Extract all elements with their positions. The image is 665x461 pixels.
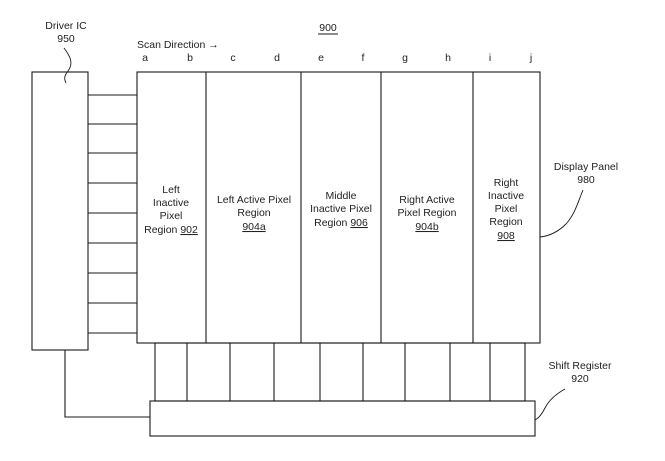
shift-register-ref: 920 [571, 373, 589, 385]
column-label: i [489, 52, 491, 64]
column-label: e [318, 52, 324, 64]
gate-lines [88, 95, 137, 333]
region-ref: 904b [415, 221, 439, 233]
shift-register-stages [155, 343, 525, 401]
driver-ic-name: Driver IC [45, 20, 87, 32]
region-right-active: Right Active Pixel Region 904b [398, 194, 457, 233]
region-ref: 902 [180, 224, 198, 236]
figure-number: 900 [319, 22, 337, 34]
display-panel-ref: 980 [577, 174, 595, 186]
region-label-line: Region 902 [144, 224, 198, 236]
region-label-line: Right Active [399, 194, 455, 206]
region-label-line: Middle [326, 190, 357, 202]
driver-ic-ref: 950 [57, 33, 75, 45]
shift-register-name: Shift Register [548, 360, 612, 372]
shift-register-block [150, 401, 535, 436]
region-label-line: Left [162, 184, 180, 196]
region-label-line: Right [494, 177, 519, 189]
column-label: h [445, 52, 451, 64]
display-panel-leader [540, 190, 583, 237]
shift-register-leader [535, 389, 565, 420]
display-panel-name: Display Panel [554, 161, 618, 173]
column-label: d [274, 52, 280, 64]
column-label: j [529, 52, 532, 64]
region-label-line: Pixel [495, 203, 518, 215]
region-middle-inactive: Middle Inactive Pixel Region 906 [310, 190, 372, 229]
column-label: g [402, 52, 408, 64]
region-label-line: Region 906 [314, 217, 368, 229]
region-label-line: Region [489, 216, 522, 228]
column-label: a [142, 52, 148, 64]
region-ref: 908 [497, 230, 515, 242]
scan-direction-label: Scan Direction → [137, 39, 219, 51]
region-left-inactive: Left Inactive Pixel Region 902 [144, 184, 198, 236]
region-ref: 906 [350, 217, 368, 229]
region-label-line: Region [237, 207, 270, 219]
region-left-active: Left Active Pixel Region 904a [217, 194, 291, 233]
driver-to-shift-register-line [65, 350, 150, 417]
region-label-line: Inactive [488, 190, 524, 202]
region-label-line: Inactive Pixel [310, 203, 372, 215]
column-labels: a b c d e f g h i j [142, 52, 532, 64]
region-label-line: Pixel Region [398, 207, 457, 219]
region-label-line: Pixel [160, 210, 183, 222]
driver-ic-leader [64, 48, 71, 83]
shift-register-stage-frame [155, 343, 525, 401]
driver-ic-block [32, 72, 88, 350]
region-right-inactive: Right Inactive Pixel Region 908 [488, 177, 524, 242]
column-label: b [187, 52, 193, 64]
region-ref: 904a [242, 221, 266, 233]
column-label: f [362, 52, 365, 64]
region-label-line: Inactive [153, 197, 189, 209]
region-label-line: Left Active Pixel [217, 194, 291, 206]
column-label: c [230, 52, 235, 64]
